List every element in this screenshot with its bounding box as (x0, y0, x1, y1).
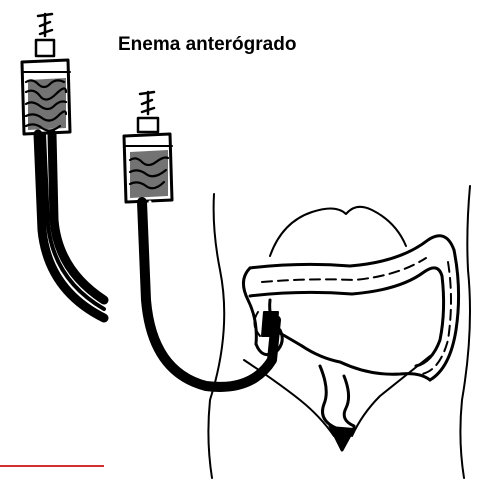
red-divider (0, 465, 104, 467)
enema-bag-icon-left (22, 14, 104, 318)
enema-bag-icon-right (124, 92, 276, 387)
stoma-icon (262, 312, 278, 336)
figure-title: Enema anterógrado (118, 34, 296, 56)
